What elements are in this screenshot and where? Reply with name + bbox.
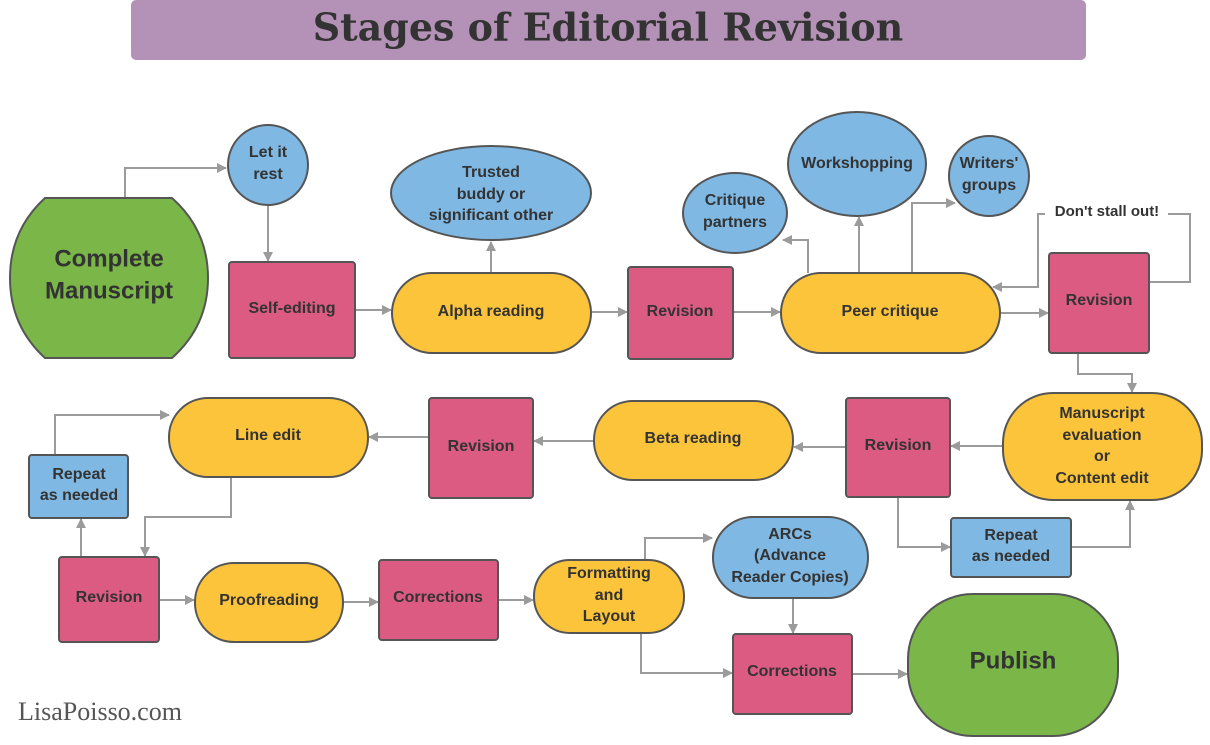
node-peer-critique: Peer critique: [780, 272, 1001, 354]
svg-text:Publish: Publish: [970, 647, 1057, 674]
svg-text:rest: rest: [253, 166, 283, 183]
svg-text:Revision: Revision: [647, 303, 714, 320]
node-manuscript-evaluation: Manuscript evaluation or Content edit: [1002, 392, 1203, 501]
svg-text:Formatting: Formatting: [567, 565, 651, 582]
node-revision-3: Revision: [845, 397, 951, 498]
node-revision-5: Revision: [58, 556, 160, 643]
node-let-it-rest: Let it rest: [227, 124, 309, 206]
svg-text:and: and: [595, 587, 623, 604]
svg-text:Complete: Complete: [54, 245, 163, 272]
node-repeat-left: Repeat as needed: [28, 454, 129, 519]
svg-text:Let it: Let it: [249, 144, 288, 161]
svg-text:Revision: Revision: [865, 437, 932, 454]
dont-stall-out-note: Don't stall out!: [1055, 203, 1159, 220]
svg-text:Repeat: Repeat: [984, 527, 1038, 544]
title-banner: [131, 0, 1086, 60]
svg-text:Writers': Writers': [960, 155, 1019, 172]
svg-text:Proofreading: Proofreading: [219, 592, 319, 609]
svg-text:Manuscript: Manuscript: [1059, 405, 1145, 422]
svg-text:Self-editing: Self-editing: [248, 300, 335, 317]
svg-text:Layout: Layout: [583, 608, 636, 625]
node-writers-groups: Writers' groups: [948, 135, 1030, 217]
svg-text:ARCs: ARCs: [768, 526, 812, 543]
node-alpha-reading: Alpha reading: [391, 272, 592, 354]
svg-text:Line edit: Line edit: [235, 427, 301, 444]
svg-text:buddy or: buddy or: [457, 186, 525, 203]
node-proofreading: Proofreading: [194, 562, 344, 643]
node-repeat-right: Repeat as needed: [950, 517, 1072, 578]
svg-text:Corrections: Corrections: [393, 589, 483, 606]
svg-text:Peer critique: Peer critique: [842, 303, 939, 320]
svg-text:Corrections: Corrections: [747, 663, 837, 680]
svg-text:Beta reading: Beta reading: [645, 430, 742, 447]
svg-text:Revision: Revision: [76, 589, 143, 606]
svg-text:evaluation: evaluation: [1062, 427, 1141, 444]
node-revision-1: Revision: [627, 266, 734, 360]
svg-text:Trusted: Trusted: [462, 164, 520, 181]
svg-text:as needed: as needed: [40, 487, 118, 504]
svg-text:Reader Copies): Reader Copies): [731, 569, 848, 586]
svg-text:Alpha reading: Alpha reading: [438, 303, 545, 320]
svg-text:Revision: Revision: [1066, 292, 1133, 309]
svg-text:Repeat: Repeat: [52, 466, 106, 483]
node-trusted-buddy: Trusted buddy or significant other: [390, 145, 592, 241]
node-workshopping: Workshopping: [787, 111, 927, 217]
node-complete-manuscript: Complete Manuscript: [8, 197, 210, 359]
node-line-edit: Line edit: [168, 397, 369, 478]
node-self-editing: Self-editing: [228, 261, 356, 359]
node-formatting-layout: Formatting and Layout: [533, 559, 685, 634]
svg-text:Manuscript: Manuscript: [45, 277, 173, 304]
node-arcs: ARCs (Advance Reader Copies): [712, 516, 869, 599]
node-publish: Publish: [907, 593, 1119, 737]
svg-text:Critique: Critique: [705, 192, 766, 209]
node-beta-reading: Beta reading: [593, 400, 794, 481]
node-corrections-1: Corrections: [378, 559, 499, 641]
svg-text:as needed: as needed: [972, 548, 1050, 565]
node-revision-2: Revision: [1048, 252, 1150, 354]
svg-text:significant other: significant other: [429, 207, 553, 224]
svg-text:Revision: Revision: [448, 438, 515, 455]
svg-text:Workshopping: Workshopping: [801, 155, 913, 172]
node-revision-4: Revision: [428, 397, 534, 499]
connectors: [54, 163, 1191, 679]
svg-text:partners: partners: [703, 214, 767, 231]
node-critique-partners: Critique partners: [682, 172, 788, 254]
svg-text:Content edit: Content edit: [1055, 470, 1149, 487]
svg-text:groups: groups: [962, 177, 1016, 194]
svg-text:or: or: [1094, 448, 1110, 465]
watermark: LisaPoisso.com: [18, 697, 182, 726]
svg-text:(Advance: (Advance: [754, 547, 826, 564]
node-corrections-2: Corrections: [732, 633, 853, 715]
diagram-title: Stages of Editorial Revision: [313, 5, 904, 50]
